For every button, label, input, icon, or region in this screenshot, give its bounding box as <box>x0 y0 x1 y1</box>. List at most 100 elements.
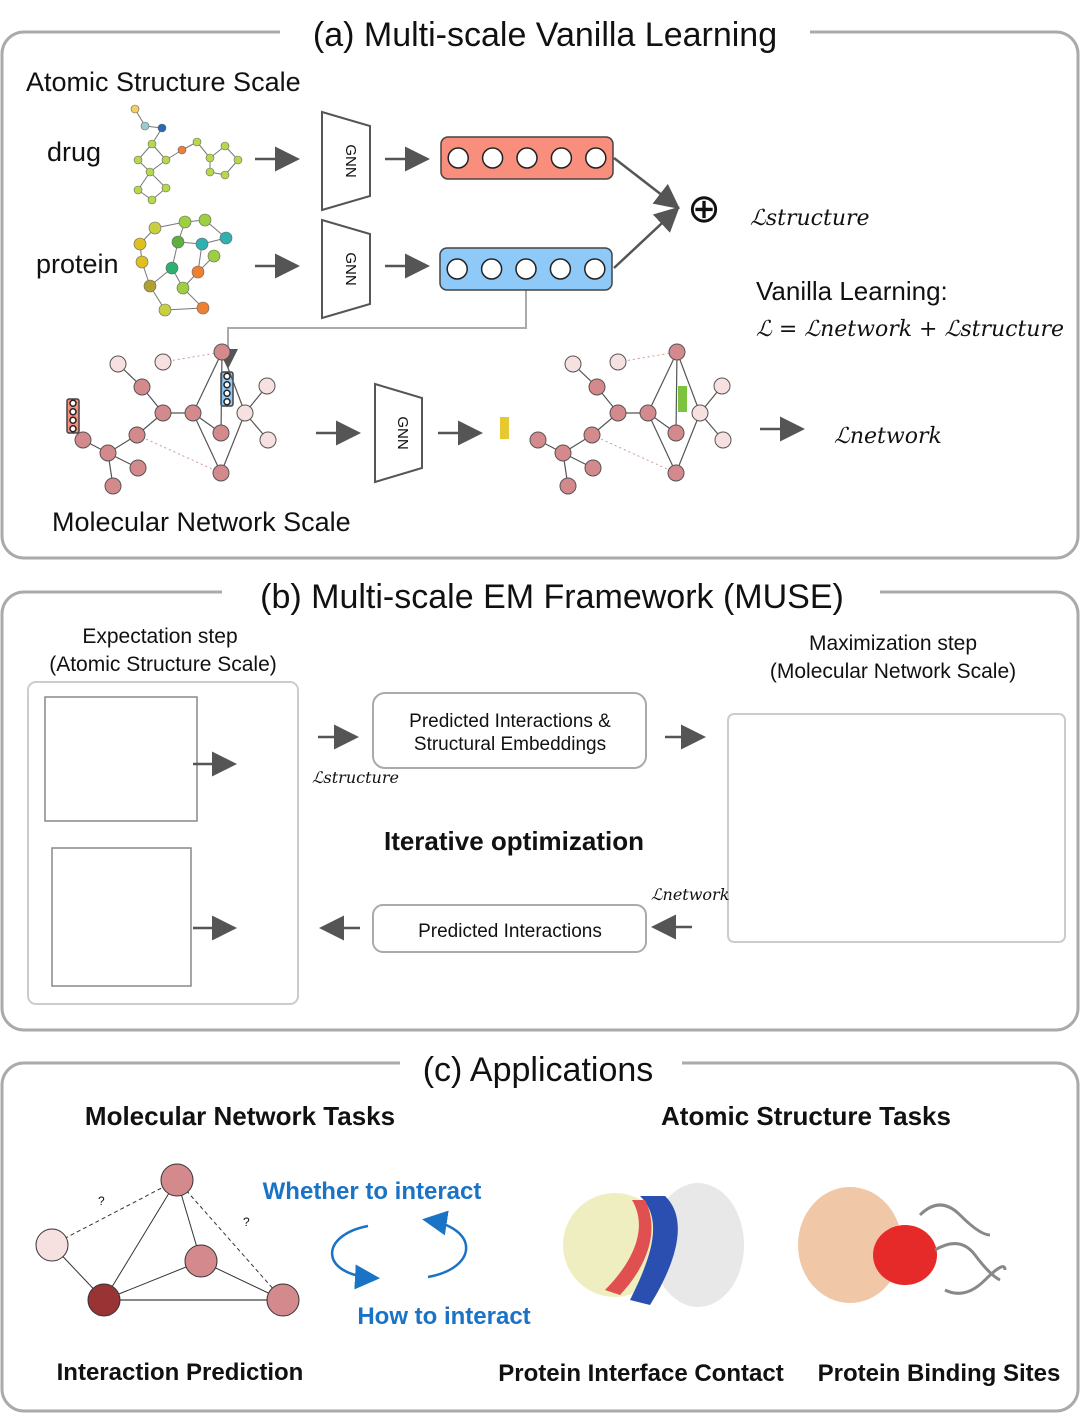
loss-structure-label: ℒstructure <box>750 206 870 231</box>
atom-node <box>143 279 157 293</box>
atom-node <box>220 170 230 180</box>
graph-node <box>129 459 147 477</box>
gnn-protein: GNN <box>321 218 371 320</box>
e-step-subtitle: (Atomic Structure Scale) <box>49 653 277 676</box>
predicted-interactions-box <box>372 904 647 953</box>
atom-node <box>176 281 190 295</box>
binding-sites-label: Protein Binding Sites <box>818 1360 1061 1387</box>
vector-unit <box>550 147 573 169</box>
graph-node <box>667 424 685 442</box>
vector-unit <box>223 372 231 380</box>
panel-a-title: (a) Multi-scale Vanilla Learning <box>313 16 777 54</box>
m-step-title: Maximization step <box>809 632 977 655</box>
atom-node <box>219 231 233 245</box>
network-scale-label: Molecular Network Scale <box>52 507 351 537</box>
graph-node <box>128 426 146 444</box>
flow-arrows-a <box>255 146 805 446</box>
atom-node <box>145 167 155 177</box>
atom-node <box>147 195 157 205</box>
vector-unit <box>584 258 606 280</box>
graph-node <box>554 444 572 462</box>
vector-unit <box>69 399 77 407</box>
graph-node <box>212 424 230 442</box>
atom-node <box>133 185 143 195</box>
loss-network-label: ℒnetwork <box>834 424 942 449</box>
atom-node <box>205 153 215 163</box>
flow-arrows-b <box>193 724 706 941</box>
b-loss-structure: ℒstructure <box>312 768 399 787</box>
vector-unit <box>585 147 607 169</box>
m-step-subtitle: (Molecular Network Scale) <box>770 660 1016 683</box>
protein-structure-box <box>51 847 192 987</box>
vector-unit <box>480 258 503 280</box>
protein-embedding-vector <box>439 247 613 291</box>
svg-text:GNN: GNN <box>342 144 359 177</box>
drug-label: drug <box>47 137 101 167</box>
svg-text:GNN: GNN <box>342 252 359 285</box>
graph-node <box>236 404 254 422</box>
b-loss-network: ℒnetwork <box>651 885 729 904</box>
panel-c-title: (c) Applications <box>423 1051 654 1089</box>
vanilla-learning-title: Vanilla Learning: <box>756 276 948 306</box>
vector-unit <box>69 416 77 424</box>
box-bottom-label: Predicted Interactions <box>418 921 602 942</box>
drug-embedding-vector <box>440 136 614 180</box>
interface-contact-label: Protein Interface Contact <box>498 1360 783 1387</box>
m-step-box <box>727 713 1066 943</box>
graph-node <box>714 431 732 449</box>
molecular-network-input <box>74 343 277 495</box>
atom-node <box>198 213 212 227</box>
atom-node <box>133 237 147 251</box>
vector-unit <box>69 408 77 416</box>
gnn-network: GNN <box>374 382 423 484</box>
gnn-drug: GNN <box>321 110 371 212</box>
graph-node <box>564 355 582 373</box>
drug-node-embedding <box>500 417 509 439</box>
atom-node <box>178 215 192 229</box>
atom-node <box>148 221 162 235</box>
drug-molecule-graph <box>130 104 243 205</box>
graph-node <box>184 404 202 422</box>
svg-text:?: ? <box>243 1215 250 1229</box>
graph-node <box>583 426 601 444</box>
molecular-network-output <box>529 343 732 495</box>
atom-node <box>135 255 149 269</box>
vector-unit <box>516 147 538 169</box>
interaction-graph: ? ? <box>35 1163 300 1317</box>
vector-unit <box>515 258 537 280</box>
graph-node <box>212 464 230 482</box>
protein-interface-image <box>563 1183 744 1307</box>
graph-node <box>74 431 92 449</box>
graph-node <box>154 404 172 422</box>
atom-node <box>161 155 171 165</box>
svg-text:?: ? <box>98 1194 105 1208</box>
atom-node <box>161 183 171 193</box>
atom-node <box>233 155 243 165</box>
graph-node <box>584 459 602 477</box>
vector-unit <box>446 258 468 280</box>
vector-unit <box>69 425 77 433</box>
iterative-optimization-label: Iterative optimization <box>384 826 644 856</box>
graph-node <box>529 431 547 449</box>
graph-node <box>104 477 122 495</box>
cycle-arrows-icon <box>330 1210 468 1290</box>
whether-to-interact-label: Whether to interact <box>263 1178 482 1205</box>
vector-unit <box>223 398 231 406</box>
vector-unit <box>481 147 504 169</box>
box-top-line2: Structural Embeddings <box>414 734 606 755</box>
vector-unit <box>549 258 572 280</box>
atomic-scale-label: Atomic Structure Scale <box>26 67 301 97</box>
graph-node <box>609 353 627 371</box>
graph-node <box>99 444 117 462</box>
predicted-interactions-embeddings-box <box>372 692 647 769</box>
graph-node <box>588 378 606 396</box>
graph-node <box>667 464 685 482</box>
box-top-line1: Predicted Interactions & <box>409 711 611 732</box>
graph-node <box>713 377 731 395</box>
vector-unit <box>223 389 231 397</box>
vector-unit <box>447 147 469 169</box>
atom-node <box>158 303 172 317</box>
atom-node <box>220 141 230 151</box>
atom-node <box>207 249 221 263</box>
atom-node <box>196 301 210 315</box>
